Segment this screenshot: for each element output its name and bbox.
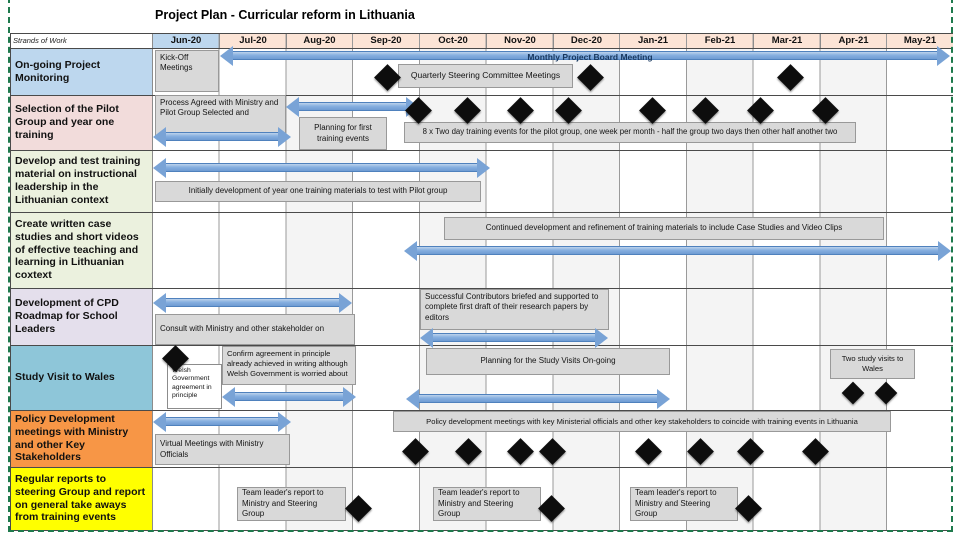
note-virtual-meetings: Virtual Meetings with Ministry Officials <box>155 434 290 465</box>
note-team-report-3: Team leader's report to Ministry and Ste… <box>630 487 738 521</box>
note-team-report-1: Team leader's report to Ministry and Ste… <box>237 487 346 521</box>
note-process-agreed: Process Agreed with Ministry and Pilot G… <box>155 95 286 138</box>
arrow-virtual-meetings <box>166 417 278 426</box>
arrow-consult-ministry <box>166 298 339 307</box>
row-label-case-studies: Create written case studies and short vi… <box>10 212 152 288</box>
row-label-policy-development: Policy Development meetings with Ministr… <box>10 410 152 467</box>
note-quarterly-steering: Quarterly Steering Committee Meetings <box>398 64 573 88</box>
row-divider <box>10 212 953 213</box>
note-eight-training-events: 8 x Two day training events for the pilo… <box>404 122 856 143</box>
note-confirm-agreement: Confirm agreement in principle already a… <box>222 346 356 385</box>
row-divider <box>10 95 953 96</box>
note-contributors-briefed: Successful Contributors briefed and supp… <box>420 289 609 330</box>
row-divider <box>10 410 953 411</box>
note-welsh-agreement: Welsh Government agreement in principle <box>167 364 222 409</box>
row-divider <box>10 48 953 49</box>
row-divider <box>10 33 953 34</box>
arrow-study-visit-planning <box>419 394 657 403</box>
arrow-continued-development <box>417 246 938 255</box>
arrow-initial-development <box>166 163 477 172</box>
arrow-contributors-briefed <box>433 333 595 342</box>
note-two-study-visits: Two study visits to Wales <box>830 349 915 379</box>
table-left-border <box>10 33 11 530</box>
row-label-study-visit-wales: Study Visit to Wales <box>10 345 152 410</box>
row-divider <box>10 467 953 468</box>
arrow-process-agreed <box>166 132 278 141</box>
note-consult-ministry: Consult with Ministry and other stakehol… <box>155 314 355 345</box>
note-planning-first-training: Planning for first training events <box>299 117 387 150</box>
row-divider <box>10 150 953 151</box>
row-label-pilot-group-selection: Selection of the Pilot Group and year on… <box>10 95 152 150</box>
note-team-report-2: Team leader's report to Ministry and Ste… <box>433 487 541 521</box>
note-policy-meetings: Policy development meetings with key Min… <box>393 411 891 432</box>
row-label-ongoing-monitoring: On-going Project Monitoring <box>10 48 152 95</box>
row-divider <box>10 530 953 531</box>
note-study-visit-planning: Planning for the Study Visits On-going <box>426 348 670 375</box>
arrow-planning-first-training <box>299 102 406 111</box>
arrow-label-monthly-board: Monthly Project Board Meeting <box>527 52 653 62</box>
page-title: Project Plan - Curricular reform in Lith… <box>155 8 415 22</box>
row-divider <box>10 288 953 289</box>
strands-of-work-header: Strands of Work <box>10 33 152 48</box>
note-kick-off-meetings: Kick-Off Meetings <box>155 50 219 92</box>
note-continued-development: Continued development and refinement of … <box>444 217 884 240</box>
row-divider <box>10 345 953 346</box>
row-label-develop-test-material: Develop and test training material on in… <box>10 150 152 212</box>
arrow-monthly-board-meeting <box>233 51 937 60</box>
row-label-regular-reports: Regular reports to steering Group and re… <box>10 467 152 530</box>
note-initial-development: Initially development of year one traini… <box>155 181 481 202</box>
arrow-confirm-agreement <box>235 392 343 401</box>
row-label-cpd-roadmap: Development of CPD Roadmap for School Le… <box>10 288 152 345</box>
